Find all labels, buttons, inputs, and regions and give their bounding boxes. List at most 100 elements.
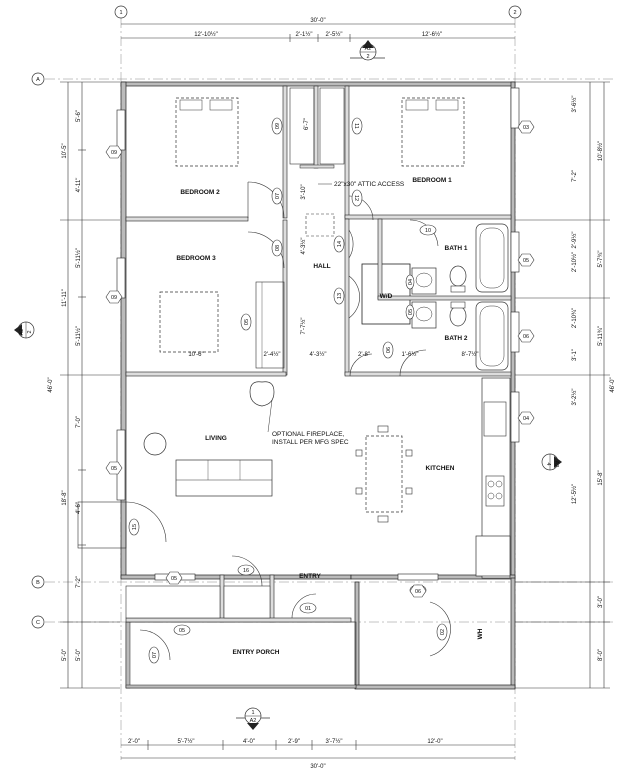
toilet-bath-1: [449, 265, 467, 293]
window-tag-w6: 06: [517, 329, 535, 343]
svg-text:13: 13: [337, 293, 343, 299]
note-fireplace-2: INSTALL PER MFG SPEC: [272, 439, 349, 446]
svg-text:04: 04: [408, 279, 414, 285]
room-entry: ENTRY: [299, 573, 321, 580]
svg-text:15'-8": 15'-8": [598, 470, 604, 485]
svg-text:03: 03: [523, 125, 529, 131]
svg-text:7'-2": 7'-2": [572, 170, 578, 182]
svg-text:12'-0": 12'-0": [427, 739, 442, 745]
svg-text:5'-7¾": 5'-7¾": [598, 251, 604, 268]
svg-text:01: 01: [305, 606, 311, 612]
svg-text:06: 06: [523, 334, 529, 340]
grid-bubble-1: 1: [114, 5, 128, 19]
sink-bath-2: [411, 301, 437, 329]
svg-text:06: 06: [386, 347, 392, 353]
svg-text:05: 05: [111, 466, 117, 472]
dim-top-overall: 30'-0": [310, 18, 325, 24]
closet-bedroom-1: [319, 87, 345, 165]
door-tag-08: 08: [271, 239, 283, 257]
room-hall: HALL: [313, 263, 330, 270]
svg-text:2'-10½": 2'-10½": [571, 252, 578, 272]
door-tag-07a: 07: [271, 187, 283, 205]
svg-text:5'-11½": 5'-11½": [75, 248, 82, 268]
svg-text:4'-0": 4'-0": [243, 739, 255, 745]
svg-text:05: 05: [244, 319, 250, 325]
interior-dimensions: 6'-7" 3'-10" 4'-3½" 7'-7½" 10'-6" 2'-4½"…: [188, 118, 478, 358]
door-tag-06: 06: [382, 341, 394, 359]
section-mark-left: A2 2: [14, 321, 35, 339]
section-mark-right: 4 A2: [541, 453, 562, 471]
svg-text:4'-6": 4'-6": [76, 502, 82, 514]
dim-top-mid2: 2'-5½": [326, 31, 343, 38]
bed-bedroom-2: [175, 97, 239, 167]
svg-text:05: 05: [523, 258, 529, 264]
window-tag-w2: 09: [105, 290, 123, 304]
svg-text:09: 09: [111, 150, 117, 156]
living-table: [143, 432, 167, 456]
room-wh: WH: [477, 628, 484, 639]
room-bedroom-3: BEDROOM 3: [176, 255, 216, 262]
svg-text:11: 11: [353, 123, 359, 129]
tub-bath-2: [475, 301, 509, 371]
right-dimensions: 46'-0" 10'-8½" 5'-7¾" 5'-11¾" 15'-8" 3'-…: [515, 81, 616, 689]
svg-text:07: 07: [275, 193, 281, 199]
svg-text:09: 09: [275, 123, 281, 129]
window-tag-w8: 06: [409, 584, 427, 598]
svg-text:2'-8": 2'-8": [358, 352, 370, 358]
closet-bedroom-2: [289, 87, 315, 165]
svg-text:A2: A2: [365, 46, 372, 52]
svg-text:4'-3½": 4'-3½": [300, 238, 307, 255]
bed-bedroom-3: [159, 291, 219, 353]
door-tag-09: 09: [271, 117, 283, 135]
svg-text:3'-7½": 3'-7½": [326, 738, 343, 745]
dim-top-right: 12'-6½": [422, 31, 442, 38]
dim-top-left: 12'-10½": [194, 31, 218, 38]
svg-text:07: 07: [152, 652, 158, 658]
svg-text:6'-7": 6'-7": [304, 118, 310, 130]
svg-text:7'-0": 7'-0": [76, 416, 82, 428]
svg-text:C: C: [36, 620, 40, 626]
svg-text:16: 16: [243, 568, 249, 574]
svg-text:7'-7½": 7'-7½": [300, 318, 307, 335]
kitchen-counter: [475, 377, 511, 579]
svg-text:8'-0": 8'-0": [598, 649, 604, 661]
svg-text:12: 12: [353, 195, 359, 201]
door-tag-05c: 05: [173, 624, 191, 636]
dining-table: [355, 425, 413, 523]
svg-text:10: 10: [425, 228, 431, 234]
svg-text:8'-7½": 8'-7½": [462, 351, 479, 358]
svg-text:05: 05: [171, 576, 177, 582]
door-tag-05a: 05: [240, 313, 252, 331]
svg-text:5'-0": 5'-0": [76, 649, 82, 661]
window-tag-w7: 04: [517, 411, 535, 425]
svg-text:3'-1": 3'-1": [572, 349, 578, 361]
room-bedroom-1: BEDROOM 1: [412, 177, 452, 184]
dim-left-overall: 46'-0": [48, 377, 54, 392]
dim-bottom-overall: 30'-0": [310, 764, 325, 770]
sofa: [175, 459, 273, 497]
bed-bedroom-1: [401, 97, 465, 167]
svg-text:2: 2: [366, 54, 369, 60]
svg-text:2'-0": 2'-0": [128, 739, 140, 745]
door-swings: [77, 181, 451, 661]
note-fireplace-1: OPTIONAL FIREPLACE,: [272, 431, 345, 438]
door-tag-16: 16: [237, 564, 255, 576]
svg-text:1: 1: [119, 10, 122, 16]
interior-walls: [125, 85, 512, 623]
svg-text:A2: A2: [19, 329, 25, 336]
closet-bedroom-3: [255, 281, 285, 369]
door-tag-12: 12: [351, 189, 363, 207]
svg-text:2'-10¾": 2'-10¾": [572, 308, 578, 328]
grid-bubble-a: A: [31, 72, 45, 86]
svg-text:09: 09: [111, 295, 117, 301]
svg-text:05: 05: [179, 628, 185, 634]
svg-text:5'-6": 5'-6": [76, 110, 82, 122]
svg-text:B: B: [36, 580, 40, 586]
door-tag-05b: 05: [405, 304, 415, 320]
svg-text:5'-11¾": 5'-11¾": [598, 326, 604, 346]
door-tag-02: 02: [436, 623, 448, 641]
window-tag-w9: 05: [165, 571, 183, 585]
door-tag-11: 11: [351, 117, 363, 135]
room-wd: W/D: [380, 293, 393, 300]
